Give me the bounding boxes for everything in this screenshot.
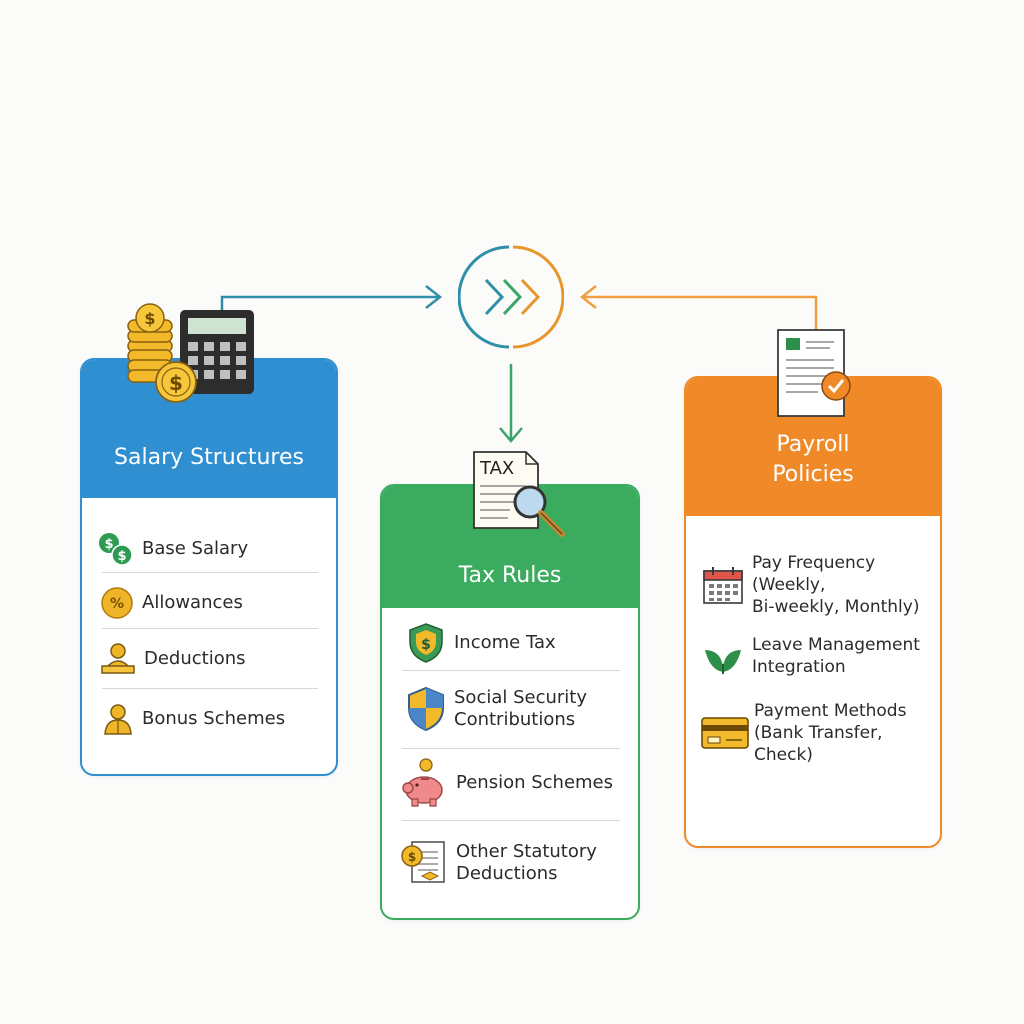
- list-item-label: Income Tax: [454, 632, 556, 653]
- document-check-icon: [774, 328, 858, 420]
- divider: [102, 628, 318, 629]
- divider: [102, 688, 318, 689]
- coins-calculator-icon: $ $: [124, 300, 260, 408]
- tax-document-magnifier-icon: TAX: [470, 448, 574, 540]
- dollar-coins-icon: $ $: [96, 530, 134, 568]
- list-item-leave-management: Leave Management Integration: [702, 634, 920, 678]
- piggy-bank-icon: [400, 756, 448, 810]
- list-item-label-line1: Social Security: [454, 687, 588, 708]
- divider: [102, 572, 318, 573]
- svg-text:$: $: [117, 549, 126, 564]
- person-icon: [102, 702, 134, 736]
- list-item-bonus-schemes: Bonus Schemes: [102, 702, 285, 736]
- salary-card-title: Salary Structures: [114, 445, 304, 470]
- svg-text:$: $: [104, 537, 113, 552]
- list-item-label-line1: Other Statutory: [456, 841, 597, 862]
- list-item-social-security: Social Security Contributions: [406, 686, 587, 732]
- divider: [402, 820, 620, 821]
- list-item-label-line2: (Bank Transfer, Check): [754, 723, 883, 765]
- list-item-label-line2: Bi-weekly, Monthly): [752, 597, 920, 617]
- list-item-label-line1: Pay Frequency (Weekly,: [752, 553, 876, 595]
- tax-icon-text: TAX: [479, 458, 514, 479]
- list-item-label-line2: Contributions: [454, 709, 576, 730]
- list-item-label-line1: Leave Management: [752, 635, 920, 655]
- list-item-label: Allowances: [142, 592, 243, 613]
- hub-node: [458, 244, 564, 350]
- divider: [402, 748, 620, 749]
- list-item-label-line2: Deductions: [456, 863, 558, 884]
- person-desk-icon: [100, 642, 136, 676]
- leaf-icon: [702, 636, 744, 676]
- svg-text:$: $: [421, 637, 431, 653]
- list-item-label: Bonus Schemes: [142, 708, 286, 729]
- list-item-other-statutory: $ Other Statutory Deductions: [400, 838, 597, 888]
- list-item-label-line1: Payment Methods: [754, 701, 907, 721]
- credit-card-icon: [700, 715, 750, 751]
- svg-text:$: $: [169, 371, 183, 395]
- list-item-label: Base Salary: [142, 538, 249, 559]
- tax-card-title: Tax Rules: [458, 563, 562, 588]
- payroll-card-title-line1: Payroll: [776, 432, 850, 457]
- list-item-income-tax: $ Income Tax: [406, 622, 556, 664]
- shield-icon: [406, 686, 446, 732]
- divider: [402, 670, 620, 671]
- payroll-card-title-line2: Policies: [772, 462, 854, 487]
- document-coin-icon: $: [400, 838, 448, 888]
- list-item-pension-schemes: Pension Schemes: [400, 756, 613, 810]
- svg-text:$: $: [408, 850, 416, 864]
- percent-coin-icon: %: [100, 586, 134, 620]
- dollar-shield-icon: $: [406, 622, 446, 664]
- payroll-policies-card: Payroll Policies Pay Frequency (Weekly, …: [684, 376, 942, 848]
- list-item-base-salary: $ $ Base Salary: [96, 530, 248, 568]
- chevron-triple-right-icon: [458, 245, 564, 349]
- list-item-label: Pension Schemes: [456, 772, 614, 793]
- tax-rules-card: Tax Rules $ Income Tax Social Security C…: [380, 484, 640, 920]
- payroll-to-hub-arrow: [582, 295, 818, 330]
- list-item-label: Deductions: [144, 648, 246, 669]
- list-item-pay-frequency: Pay Frequency (Weekly, Bi-weekly, Monthl…: [702, 552, 940, 618]
- list-item-deductions: Deductions: [100, 642, 246, 676]
- salary-card-header: Salary Structures: [82, 360, 336, 498]
- svg-text:$: $: [144, 309, 155, 328]
- svg-text:%: %: [110, 596, 124, 612]
- salary-structures-card: Salary Structures $ $ Base Salary % Allo…: [80, 358, 338, 776]
- list-item-label-line2: Integration: [752, 657, 846, 677]
- calendar-icon: [702, 565, 744, 605]
- list-item-allowances: % Allowances: [100, 586, 243, 620]
- list-item-payment-methods: Payment Methods (Bank Transfer, Check): [700, 700, 940, 766]
